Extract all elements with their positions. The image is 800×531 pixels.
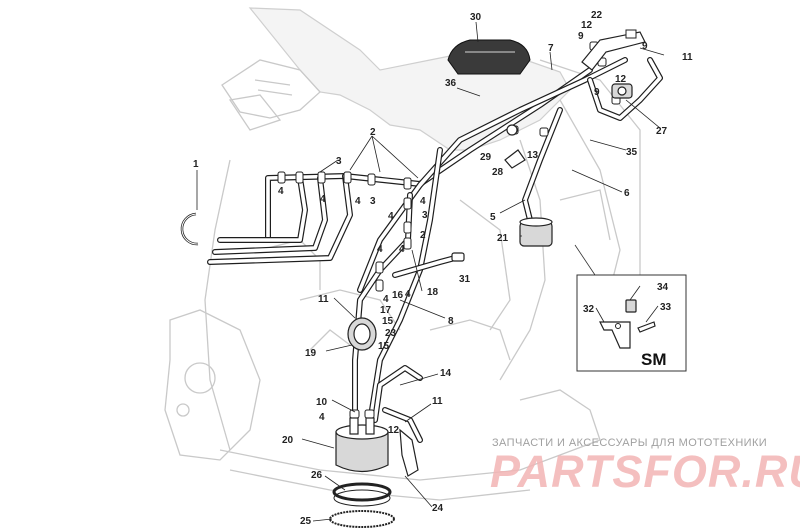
watermark-caption: ЗАПЧАСТИ И АКСЕССУАРЫ ДЛЯ МОТОТЕХНИКИ: [492, 437, 768, 449]
callout-12: 12: [388, 425, 400, 436]
callout-15: 15: [378, 341, 390, 352]
circlip: [180, 212, 199, 246]
callout-4: 4: [388, 211, 394, 222]
callout-15: 15: [382, 316, 394, 327]
fuel-filter: [347, 317, 377, 351]
callout-4: 4: [355, 196, 361, 207]
callout-9: 9: [642, 41, 648, 52]
fuel-hoses: [207, 57, 663, 443]
callout-9: 9: [594, 87, 600, 98]
callout-6: 6: [624, 188, 630, 199]
watermark-logo: PARTSFOR.RU: [490, 446, 800, 497]
callout-4: 4: [377, 244, 383, 255]
callout-4: 4: [420, 196, 426, 207]
callout-4: 4: [383, 294, 389, 305]
callout-31: 31: [459, 274, 471, 285]
callout-2: 2: [420, 230, 426, 241]
callout-4: 4: [319, 412, 325, 423]
check-valve: [611, 83, 633, 99]
callout-30: 30: [470, 12, 482, 23]
callout-26: 26: [311, 470, 323, 481]
callout-17: 17: [380, 305, 392, 316]
callout-12: 12: [581, 20, 593, 31]
callout-20: 20: [282, 435, 294, 446]
callout-4: 4: [405, 289, 411, 300]
callout-25: 25: [300, 516, 312, 527]
connector-fitting: [451, 252, 465, 262]
hose-clamps: [277, 41, 621, 419]
callout-28: 28: [492, 167, 504, 178]
callout-21: 21: [497, 233, 509, 244]
callout-24: 24: [432, 503, 444, 514]
breather-fitting: [504, 124, 526, 169]
callout-3: 3: [370, 196, 376, 207]
callout-4: 4: [320, 194, 326, 205]
callout-33: 33: [660, 302, 672, 313]
sm-inset-box: [574, 244, 687, 372]
callout-5: 5: [490, 212, 496, 223]
callout-32: 32: [583, 304, 595, 315]
callout-11: 11: [432, 396, 443, 407]
callout-14: 14: [440, 368, 452, 379]
inset-sm-label: SM: [641, 350, 667, 369]
fuel-sensor: [519, 217, 553, 247]
callout-3: 3: [336, 156, 342, 167]
callout-34: 34: [657, 282, 669, 293]
callout-1: 1: [193, 159, 199, 170]
callout-22: 22: [591, 10, 603, 21]
callout-11: 11: [682, 52, 693, 63]
callout-8: 8: [448, 316, 454, 327]
callout-9: 9: [578, 31, 584, 42]
pump-clamp-band: [332, 482, 392, 507]
callout-13: 13: [527, 150, 539, 161]
callout-10: 10: [316, 397, 328, 408]
pump-bracket: [399, 428, 419, 477]
callout-7: 7: [548, 43, 554, 54]
callout-36: 36: [445, 78, 457, 89]
callout-4: 4: [278, 186, 284, 197]
callout-2: 2: [370, 127, 376, 138]
callout-27: 27: [656, 126, 668, 137]
callout-19: 19: [305, 348, 317, 359]
callout-18: 18: [427, 287, 439, 298]
top-fitting-block: [581, 29, 646, 71]
callout-35: 35: [626, 147, 638, 158]
fuel-cap: [447, 39, 531, 75]
callout-29: 29: [480, 152, 492, 163]
pump-lock-ring: [329, 510, 395, 528]
callout-11: 11: [318, 294, 329, 305]
callout-23: 23: [385, 328, 397, 339]
callout-12: 12: [615, 74, 627, 85]
callout-3: 3: [422, 210, 428, 221]
callout-labels: 1 2 3 4 4 4 3 4 4 3 2 4 4 31 18 11 4 16 …: [193, 10, 693, 527]
frame-ghost-outline: [164, 7, 641, 501]
callout-16: 16: [392, 290, 404, 301]
leader-lines: [196, 21, 665, 522]
callout-4: 4: [399, 244, 405, 255]
fuel-pump: [335, 417, 389, 473]
